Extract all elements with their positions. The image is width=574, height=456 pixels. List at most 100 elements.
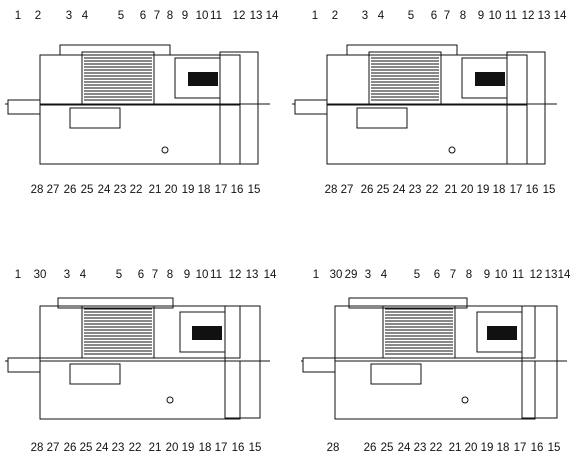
label-bottom-18: 18 bbox=[492, 184, 506, 196]
label-top-10: 10 bbox=[195, 269, 209, 281]
label-top-6: 6 bbox=[137, 269, 145, 281]
label-top-2: 2 bbox=[34, 10, 42, 22]
label-bottom-28: 28 bbox=[30, 184, 44, 196]
label-bottom-23: 23 bbox=[111, 442, 125, 454]
label-bottom-19: 19 bbox=[476, 184, 490, 196]
motor-sketch-2 bbox=[292, 44, 557, 165]
label-top-4: 4 bbox=[380, 269, 388, 281]
label-top-11: 11 bbox=[210, 10, 222, 22]
label-bottom-15: 15 bbox=[547, 442, 561, 454]
motor-drawing-4: 1 30 29 3 4 5 6 7 8 9 10 11 12 13 14 28 … bbox=[287, 228, 574, 456]
label-top-14: 14 bbox=[553, 10, 567, 22]
label-top-5: 5 bbox=[115, 269, 123, 281]
label-top-5: 5 bbox=[407, 10, 415, 22]
label-top-4: 4 bbox=[377, 10, 385, 22]
label-bottom-24: 24 bbox=[392, 184, 406, 196]
label-top-3: 3 bbox=[364, 269, 372, 281]
label-bottom-16: 16 bbox=[231, 442, 245, 454]
label-top-4: 4 bbox=[79, 269, 87, 281]
label-bottom-20: 20 bbox=[165, 442, 179, 454]
label-bottom-17: 17 bbox=[214, 442, 228, 454]
label-bottom-25: 25 bbox=[376, 184, 390, 196]
label-top-8: 8 bbox=[465, 269, 473, 281]
label-top-7: 7 bbox=[151, 269, 159, 281]
label-top-9: 9 bbox=[181, 10, 189, 22]
label-bottom-21: 21 bbox=[148, 184, 162, 196]
label-bottom-18: 18 bbox=[197, 184, 211, 196]
motor-sketch-1 bbox=[5, 44, 270, 165]
label-top-6: 6 bbox=[139, 10, 147, 22]
label-bottom-20: 20 bbox=[460, 184, 474, 196]
label-top-29: 29 bbox=[344, 269, 358, 281]
label-top-10: 10 bbox=[195, 10, 209, 22]
label-bottom-23: 23 bbox=[408, 184, 422, 196]
label-top-12: 12 bbox=[529, 269, 543, 281]
label-top-7: 7 bbox=[153, 10, 161, 22]
label-top-1: 1 bbox=[14, 269, 22, 281]
label-bottom-25: 25 bbox=[80, 184, 94, 196]
label-top-10: 10 bbox=[488, 10, 502, 22]
label-top-13: 13 bbox=[249, 10, 263, 22]
label-bottom-28: 28 bbox=[30, 442, 44, 454]
label-bottom-24: 24 bbox=[95, 442, 109, 454]
label-bottom-27: 27 bbox=[46, 184, 60, 196]
label-top-8: 8 bbox=[166, 269, 174, 281]
label-bottom-26: 26 bbox=[360, 184, 374, 196]
label-top-9: 9 bbox=[183, 269, 191, 281]
label-bottom-21: 21 bbox=[148, 442, 162, 454]
label-bottom-15: 15 bbox=[248, 442, 262, 454]
label-top-6: 6 bbox=[430, 10, 438, 22]
label-bottom-17: 17 bbox=[214, 184, 228, 196]
label-top-1: 1 bbox=[14, 10, 22, 22]
label-bottom-23: 23 bbox=[113, 184, 127, 196]
label-bottom-24: 24 bbox=[97, 184, 111, 196]
label-bottom-16: 16 bbox=[230, 184, 244, 196]
label-top-11: 11 bbox=[505, 10, 517, 22]
label-bottom-25: 25 bbox=[380, 442, 394, 454]
label-bottom-24: 24 bbox=[397, 442, 411, 454]
label-top-4: 4 bbox=[81, 10, 89, 22]
label-top-13: 13 bbox=[245, 269, 259, 281]
label-bottom-19: 19 bbox=[480, 442, 494, 454]
label-bottom-26: 26 bbox=[63, 442, 77, 454]
label-top-30: 30 bbox=[329, 269, 343, 281]
label-bottom-20: 20 bbox=[464, 442, 478, 454]
label-bottom-20: 20 bbox=[164, 184, 178, 196]
label-top-1: 1 bbox=[311, 10, 319, 22]
label-top-8: 8 bbox=[166, 10, 174, 22]
label-top-12: 12 bbox=[521, 10, 535, 22]
label-bottom-27: 27 bbox=[46, 442, 60, 454]
label-bottom-22: 22 bbox=[429, 442, 443, 454]
label-bottom-22: 22 bbox=[129, 184, 143, 196]
motor-sketch-4 bbox=[301, 297, 567, 420]
label-top-5: 5 bbox=[117, 10, 125, 22]
label-top-30: 30 bbox=[33, 269, 47, 281]
label-bottom-28: 28 bbox=[324, 184, 338, 196]
label-bottom-17: 17 bbox=[513, 442, 527, 454]
label-top-3: 3 bbox=[65, 10, 73, 22]
label-top-11: 11 bbox=[512, 269, 524, 281]
label-top-9: 9 bbox=[477, 10, 485, 22]
label-top-14: 14 bbox=[557, 269, 571, 281]
label-top-13: 13 bbox=[537, 10, 551, 22]
label-top-5: 5 bbox=[413, 269, 421, 281]
label-top-7: 7 bbox=[449, 269, 457, 281]
label-top-1: 1 bbox=[312, 269, 320, 281]
label-bottom-16: 16 bbox=[530, 442, 544, 454]
label-top-9: 9 bbox=[483, 269, 491, 281]
motor-sketch-3 bbox=[5, 297, 270, 420]
label-bottom-22: 22 bbox=[425, 184, 439, 196]
label-top-12: 12 bbox=[228, 269, 242, 281]
label-top-8: 8 bbox=[459, 10, 467, 22]
label-bottom-28: 28 bbox=[326, 442, 340, 454]
label-bottom-16: 16 bbox=[525, 184, 539, 196]
label-top-10: 10 bbox=[494, 269, 508, 281]
label-bottom-21: 21 bbox=[444, 184, 458, 196]
label-top-3: 3 bbox=[361, 10, 369, 22]
label-bottom-23: 23 bbox=[413, 442, 427, 454]
label-bottom-27: 27 bbox=[340, 184, 354, 196]
label-top-12: 12 bbox=[232, 10, 246, 22]
label-bottom-19: 19 bbox=[181, 442, 195, 454]
label-bottom-18: 18 bbox=[496, 442, 510, 454]
label-top-2: 2 bbox=[331, 10, 339, 22]
